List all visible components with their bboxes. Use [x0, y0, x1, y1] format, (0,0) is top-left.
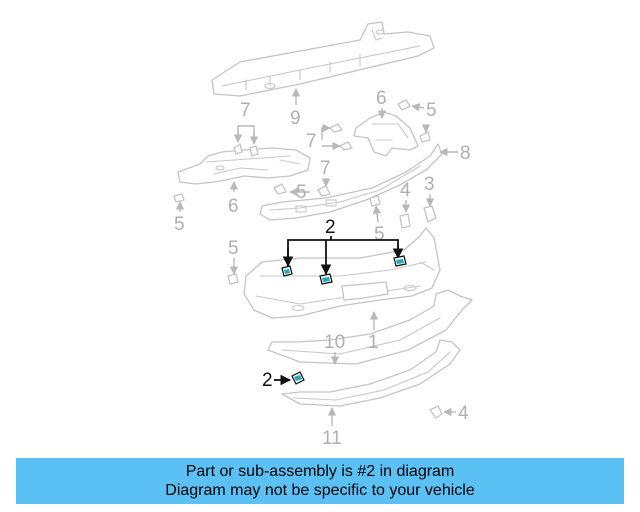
lower-molding-part [281, 339, 461, 407]
clip-highlight [319, 273, 333, 285]
absorber-rail-part [259, 143, 443, 221]
callout-10: 10 [324, 332, 345, 353]
callout-1: 1 [368, 332, 379, 353]
callout-2-highlight: 2 [262, 370, 273, 391]
highlighted-part-2-lower: 2 [262, 370, 305, 391]
clip-highlight [393, 255, 407, 267]
callout-7: 7 [320, 158, 331, 179]
callout-5: 5 [426, 100, 437, 121]
callout-9: 9 [290, 108, 301, 129]
highlighted-part-2-upper: 2 [281, 217, 407, 285]
callout-5: 5 [228, 238, 239, 259]
callout-3: 3 [424, 174, 435, 195]
callout-5: 5 [296, 182, 307, 203]
callout-6: 6 [228, 196, 239, 217]
callout-6: 6 [376, 88, 387, 109]
callout-2-highlight: 2 [325, 217, 336, 238]
banner-line-2: Diagram may not be specific to your vehi… [165, 482, 475, 499]
callout-8: 8 [460, 143, 471, 164]
lower-valance-part [267, 289, 473, 365]
callout-5: 5 [174, 214, 185, 235]
right-bracket-part [353, 111, 419, 157]
hardware-part [173, 99, 443, 419]
banner-line-1: Part or sub-assembly is #2 in diagram [185, 463, 455, 480]
callout-7: 7 [306, 131, 317, 152]
callout-4: 4 [400, 180, 411, 201]
left-bracket-part [177, 147, 311, 185]
callout-5: 5 [374, 224, 385, 245]
info-banner: Part or sub-assembly is #2 in diagram Di… [16, 458, 624, 504]
bumper-cover-part [243, 227, 441, 319]
clip-highlight [291, 371, 305, 385]
callout-11: 11 [322, 428, 342, 449]
callout-7: 7 [240, 100, 251, 121]
callout-4: 4 [458, 403, 469, 424]
impact-bar-part [211, 21, 435, 97]
callouts-gray: 9 7 6 5 7 8 6 7 5 4 3 [174, 88, 471, 449]
clip-highlight [281, 265, 293, 277]
parts-diagram: 9 7 6 5 7 8 6 7 5 4 3 [173, 21, 473, 449]
